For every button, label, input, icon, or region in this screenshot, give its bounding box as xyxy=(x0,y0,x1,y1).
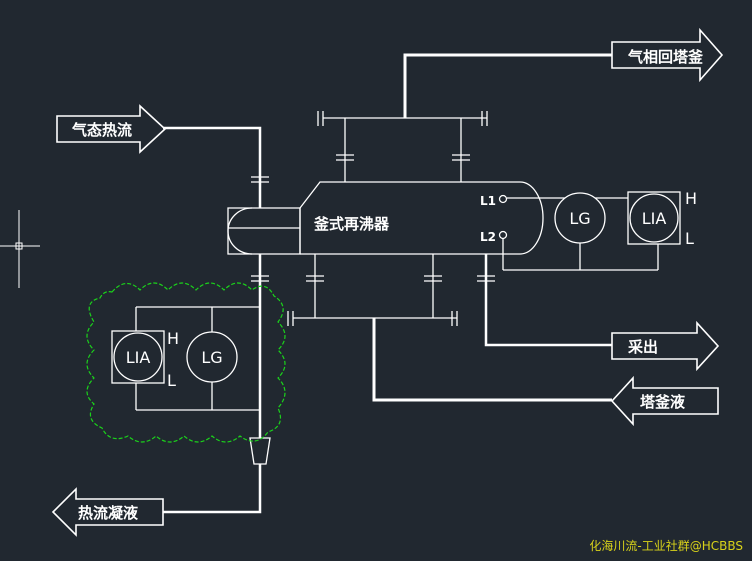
label-gas-to-bottom: 气相回塔釜 xyxy=(627,48,704,66)
label-l1: L1 xyxy=(480,194,496,208)
left-level-instruments xyxy=(111,306,260,411)
label-l2: L2 xyxy=(480,230,496,244)
left-high-alarm: H xyxy=(167,329,179,348)
right-lia-tag: LIA xyxy=(642,209,667,228)
right-high-alarm: H xyxy=(685,189,697,208)
label-reboiler: 釜式再沸器 xyxy=(313,215,390,233)
revision-cloud xyxy=(86,282,286,443)
left-lg-tag: LG xyxy=(201,348,222,367)
liquid-header-line xyxy=(287,254,612,402)
tag-condensate xyxy=(51,487,164,537)
hot-vapor-inlet-line xyxy=(163,126,269,208)
crosshair-cursor xyxy=(0,210,40,288)
right-low-alarm: L xyxy=(685,229,694,248)
tag-gas-to-bottom xyxy=(611,27,724,83)
condensate-line xyxy=(163,254,271,514)
label-condensate: 热流凝液 xyxy=(78,504,139,522)
left-low-alarm: L xyxy=(167,371,176,390)
vapor-return-line xyxy=(317,53,612,182)
tag-draw-off xyxy=(611,320,720,372)
left-lia-tag: LIA xyxy=(126,348,151,367)
reboiler-vessel xyxy=(227,181,544,255)
watermark: 化海川流-工业社群@HCBBS xyxy=(589,538,743,553)
label-draw-off: 采出 xyxy=(627,338,658,356)
draw-off-line xyxy=(477,254,612,347)
tag-hot-flow-in xyxy=(56,104,167,154)
right-level-instruments xyxy=(498,191,681,271)
label-hot-flow-in: 气态热流 xyxy=(71,121,132,139)
steam-trap-icon xyxy=(249,437,271,465)
label-bottom-liquid: 塔釜液 xyxy=(640,393,686,411)
tag-bottom-liquid xyxy=(610,375,719,427)
right-lg-tag: LG xyxy=(569,209,590,228)
